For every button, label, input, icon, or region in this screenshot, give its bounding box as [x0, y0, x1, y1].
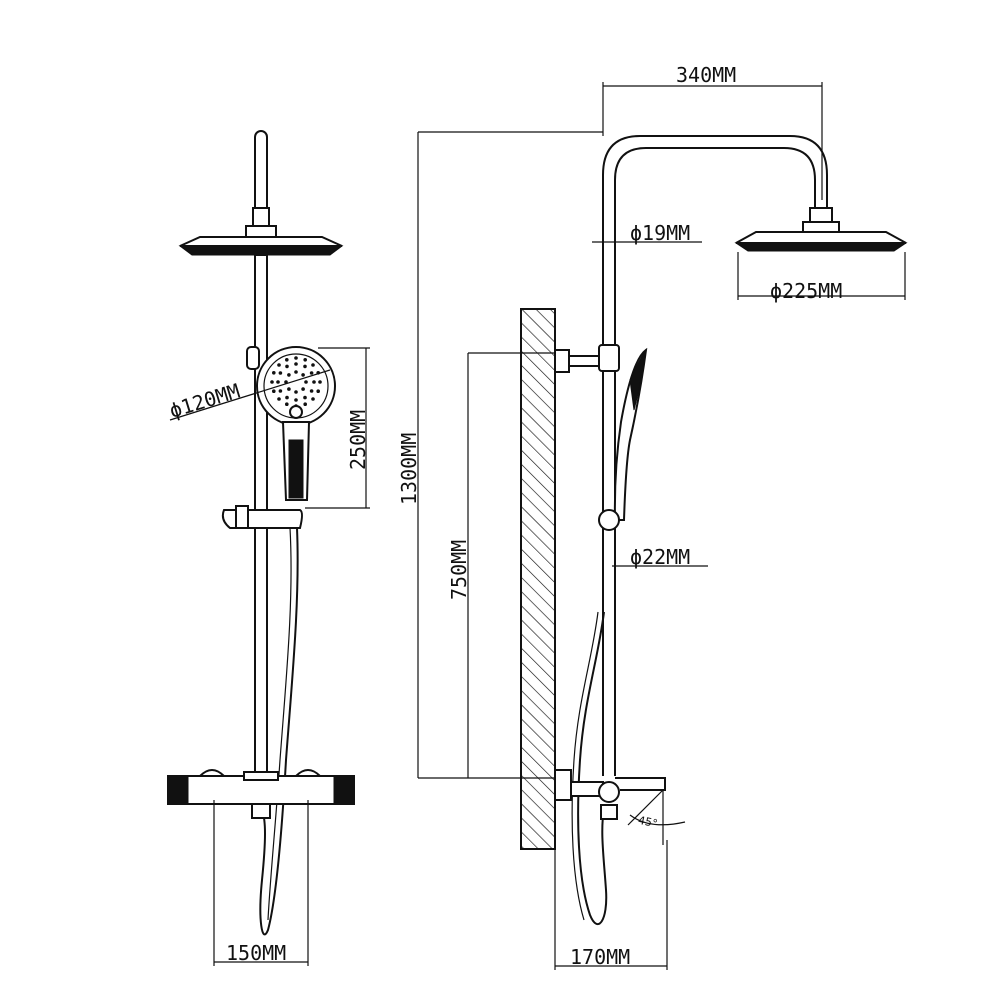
shower-hose-side — [577, 611, 608, 926]
nozzle-dot — [303, 364, 307, 369]
nozzle-dot — [278, 371, 283, 375]
nozzle-dot — [287, 387, 291, 391]
head-nut — [252, 207, 270, 227]
wall-projection-label: 170MM — [570, 945, 630, 969]
front-view: 250MM ϕ120MM 150MM — [166, 130, 370, 966]
nozzle-dot — [285, 402, 289, 407]
nozzle-dot — [285, 364, 289, 369]
hand-shower-side-face — [629, 348, 647, 411]
hand-shower-length-label: 250MM — [346, 410, 370, 470]
wall-section — [520, 308, 556, 850]
mixer-left-bump — [199, 769, 225, 777]
lever-angle-label: 45° — [637, 814, 659, 831]
nozzle-dot — [294, 390, 298, 394]
nozzle-dot — [301, 387, 305, 391]
nozzle-dot — [285, 395, 289, 400]
nozzle-dot — [312, 380, 316, 384]
hand-shower-diameter-label: ϕ120MM — [166, 379, 242, 423]
top-riser-pipe — [254, 130, 268, 217]
mixer-handle-side — [598, 781, 620, 803]
pipe-bottom-diameter-label: ϕ22MM — [630, 545, 690, 569]
mixer-outlet-side — [600, 804, 618, 820]
nozzle-dot — [294, 362, 298, 366]
spout — [615, 777, 666, 791]
angle-arc — [629, 814, 686, 826]
nozzle-dot — [309, 389, 314, 393]
total-height-label: 1300MM — [397, 433, 421, 505]
slide-holder — [221, 509, 303, 529]
nozzle-dot — [309, 371, 314, 375]
nozzle-dot — [277, 397, 281, 401]
nozzle-dot — [311, 397, 315, 401]
nozzle-dot — [272, 371, 276, 375]
slide-holder-side — [598, 509, 620, 531]
spray-selector-button — [289, 405, 303, 419]
slide-holder-knob — [235, 505, 249, 529]
rain-head-side-top — [735, 231, 907, 244]
bracket-height-label: 750MM — [447, 540, 471, 600]
mixer-bottom-outlet — [251, 803, 271, 819]
rain-head-side — [734, 242, 908, 252]
nozzle-dot — [318, 380, 322, 384]
nozzle-dot — [287, 373, 291, 377]
upper-bracket — [246, 346, 260, 370]
nozzle-dot — [303, 395, 307, 400]
nozzle-dot — [276, 380, 280, 384]
nozzle-dot — [285, 358, 289, 362]
riser-arm-outer — [602, 135, 828, 776]
nozzle-dot — [294, 356, 298, 360]
nozzle-dot — [277, 363, 281, 367]
nozzle-dot — [294, 370, 298, 374]
rain-head-front — [178, 245, 344, 256]
pipe-top-diameter-label: ϕ19MM — [630, 221, 690, 245]
mixer-left-cap — [167, 775, 189, 805]
nozzle-dot — [272, 389, 276, 394]
wall-bracket-upper — [554, 349, 570, 373]
nozzle-dot — [304, 380, 308, 384]
nozzle-dot — [303, 402, 308, 407]
hand-shower-nozzles — [270, 356, 322, 408]
mixer-top-outlet — [243, 771, 279, 781]
nozzle-dot — [316, 389, 321, 394]
nozzle-dot — [270, 380, 274, 384]
wall-connector-lower — [554, 769, 572, 801]
nozzle-dot — [311, 363, 315, 367]
mixer-width-label: 150MM — [226, 941, 286, 965]
nozzle-dot — [301, 373, 305, 377]
shower-hose-front-inner — [267, 527, 292, 921]
bracket-clamp — [598, 344, 620, 372]
nozzle-dot — [303, 358, 308, 362]
shower-hose-front — [259, 527, 299, 936]
dim-line-120 — [169, 369, 331, 421]
mixer-right-bump — [295, 769, 321, 777]
arm-width-label: 340MM — [676, 63, 736, 87]
angle-ref-diagonal — [627, 789, 664, 826]
shower-hose-side-inner — [571, 611, 599, 921]
riser-arm-inner — [614, 147, 816, 776]
head-diameter-label: ϕ225MM — [770, 279, 842, 303]
arm-nut — [809, 207, 833, 223]
arm-connector — [802, 221, 840, 233]
nozzle-dot — [294, 398, 298, 402]
nozzle-dot — [278, 389, 283, 393]
mixer-right-cap — [333, 775, 355, 805]
handle-grip — [288, 439, 304, 499]
rain-head-top — [179, 236, 343, 247]
side-view: ϕ225MM 340MM ϕ19MM 1300MM 750MM ϕ22MM — [397, 63, 908, 970]
